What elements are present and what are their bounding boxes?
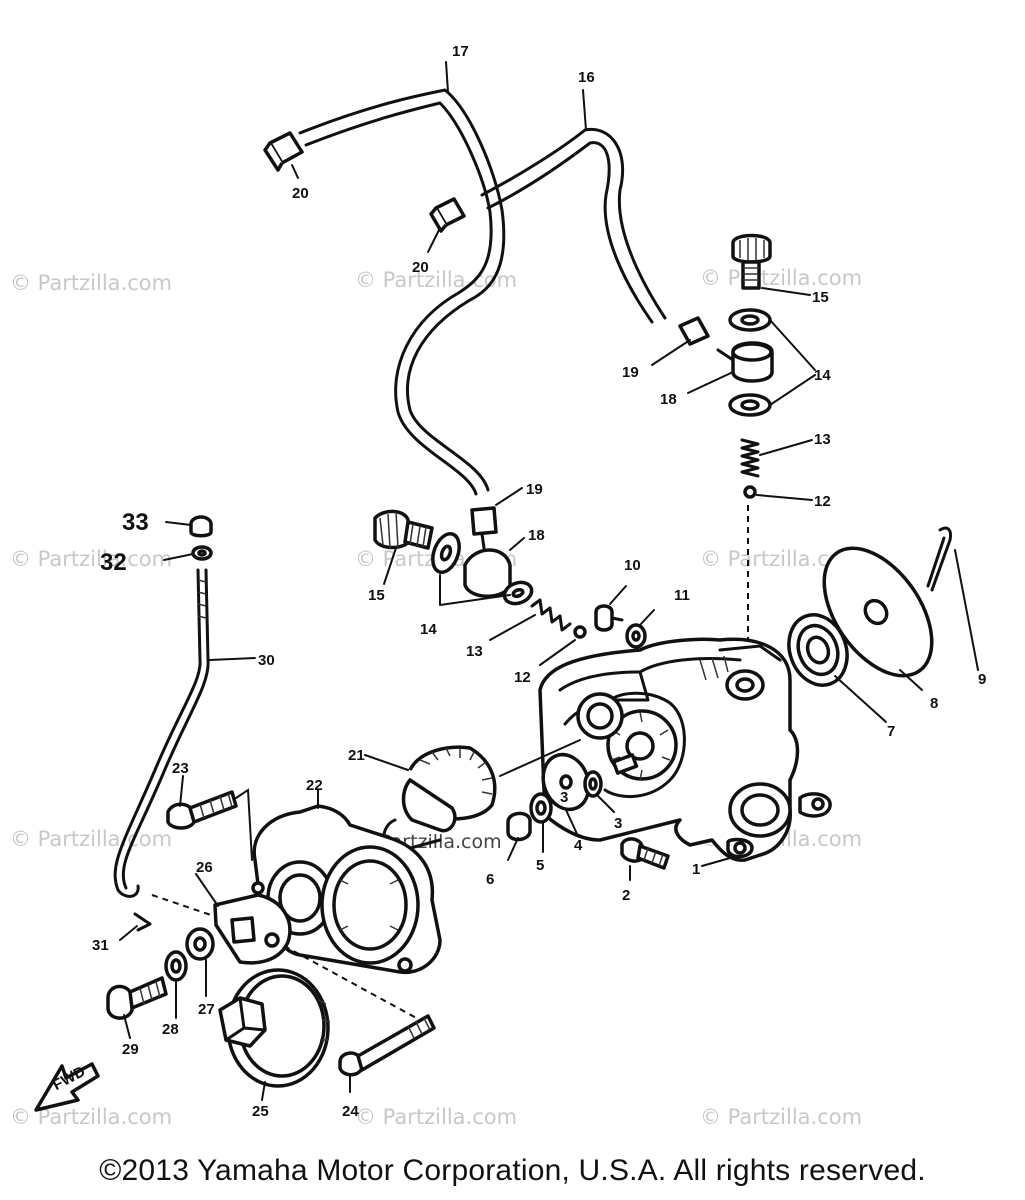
- callout-3-inner: 3: [560, 789, 568, 806]
- callout-9: 9: [978, 671, 986, 688]
- spring-13-right: [740, 438, 760, 478]
- bolt-23: [166, 788, 253, 861]
- washer-14-top-right: [728, 308, 772, 332]
- banjo-bolt-15-right: [731, 233, 772, 290]
- pulley-25: [218, 968, 331, 1088]
- callout-26: 26: [196, 859, 213, 876]
- cover-plate-8: [822, 546, 934, 678]
- fwd-arrow-icon: FWD: [34, 1062, 100, 1112]
- hose-end-19-left: [470, 506, 498, 550]
- watermark-text: © Partzilla.com: [700, 266, 862, 290]
- hose-17: [298, 88, 506, 496]
- callout-labels: 17 16 20 20 15 14 19 18 13 12 19 18 15 1…: [92, 43, 986, 1120]
- banjo-bolt-15-left: [373, 509, 434, 550]
- callout-24: 24: [342, 1103, 359, 1120]
- watermark-text: © Partzilla.com: [10, 827, 172, 851]
- callout-12-left: 12: [514, 669, 531, 686]
- washer-11: [625, 623, 647, 649]
- pump-housing-1: [538, 637, 832, 862]
- hose-end-20-upper: [263, 131, 304, 172]
- callout-12-right: 12: [814, 493, 831, 510]
- callout-6: 6: [486, 871, 494, 888]
- guide-line: [254, 929, 421, 1021]
- callout-19-left: 19: [526, 481, 543, 498]
- callout-23: 23: [172, 760, 189, 777]
- nut-6: [506, 811, 532, 842]
- washer-28: [164, 950, 188, 982]
- callout-30: 30: [258, 652, 275, 669]
- callout-5: 5: [536, 857, 544, 874]
- hose-end-20-lower: [429, 197, 466, 233]
- banjo-fitting-18-right: [716, 341, 774, 383]
- callout-1: 1: [692, 861, 700, 878]
- ball-12-right: [743, 485, 757, 499]
- callout-14-right: 14: [814, 367, 831, 384]
- bolt-10: [594, 604, 624, 632]
- watermark-text: © Partzilla.com: [700, 1105, 862, 1129]
- gear-21: [382, 739, 581, 854]
- callout-11: 11: [674, 587, 690, 604]
- copyright-notice: ©2013 Yamaha Motor Corporation, U.S.A. A…: [99, 1154, 926, 1187]
- bolt-2: [620, 837, 670, 870]
- callout-33: 33: [122, 509, 149, 536]
- bolt-29: [106, 976, 168, 1020]
- callout-15-right: 15: [812, 289, 829, 306]
- leader-lines: [119, 61, 979, 1101]
- callout-8: 8: [930, 695, 938, 712]
- oil-seal-7: [787, 613, 849, 687]
- callout-21: 21: [348, 747, 365, 764]
- callout-31: 31: [92, 937, 109, 954]
- callout-20-upper: 20: [292, 185, 309, 202]
- watermark-text: © Partzilla.com: [355, 268, 517, 292]
- callout-16: 16: [578, 69, 595, 86]
- lever-26: [213, 893, 292, 965]
- callout-19-right: 19: [622, 364, 639, 381]
- callout-15-left: 15: [368, 587, 385, 604]
- callout-14-left: 14: [420, 621, 437, 638]
- callout-3: 3: [614, 815, 622, 832]
- cotter-pin-9: [926, 526, 952, 592]
- callout-29: 29: [122, 1041, 139, 1058]
- callout-18-right: 18: [660, 391, 677, 408]
- rod-30: [113, 568, 210, 898]
- hose-end-19-right: [678, 316, 710, 346]
- housing-22: [251, 804, 442, 975]
- callout-13-right: 13: [814, 431, 831, 448]
- callout-4: 4: [574, 837, 583, 854]
- callout-28: 28: [162, 1021, 179, 1038]
- watermark-text: © Partzilla.com: [10, 1105, 172, 1129]
- callout-10: 10: [624, 557, 641, 574]
- callout-2: 2: [622, 887, 630, 904]
- washer-5: [529, 792, 553, 824]
- callout-18-left: 18: [528, 527, 545, 544]
- hose-16: [480, 127, 667, 324]
- watermark-text: © Partzilla.com: [355, 1105, 517, 1129]
- watermark-text: © Partzilla.com: [10, 271, 172, 295]
- bolt-24: [338, 1014, 436, 1077]
- plate-4: [541, 752, 591, 812]
- callout-27: 27: [198, 1001, 215, 1018]
- banjo-fitting-18-left: [463, 548, 512, 598]
- callout-17: 17: [452, 43, 469, 60]
- washer-27: [185, 927, 215, 961]
- nut-33: [189, 515, 213, 538]
- watermark-text: © Partzilla.com: [10, 547, 172, 571]
- clip-31: [133, 912, 152, 932]
- washer-32: [191, 545, 213, 561]
- washer-3: [583, 770, 603, 798]
- washer-14-left-lower: [502, 580, 534, 606]
- callout-25: 25: [252, 1103, 269, 1120]
- washer-14-bottom-right: [728, 393, 772, 417]
- spring-13-left: [530, 598, 572, 632]
- washer-14-left-upper: [431, 532, 461, 574]
- callout-32: 32: [100, 549, 127, 576]
- callout-13-left: 13: [466, 643, 483, 660]
- callout-22: 22: [306, 777, 323, 794]
- ball-12-left: [573, 625, 587, 639]
- callout-7: 7: [887, 723, 895, 740]
- callout-20-lower: 20: [412, 259, 429, 276]
